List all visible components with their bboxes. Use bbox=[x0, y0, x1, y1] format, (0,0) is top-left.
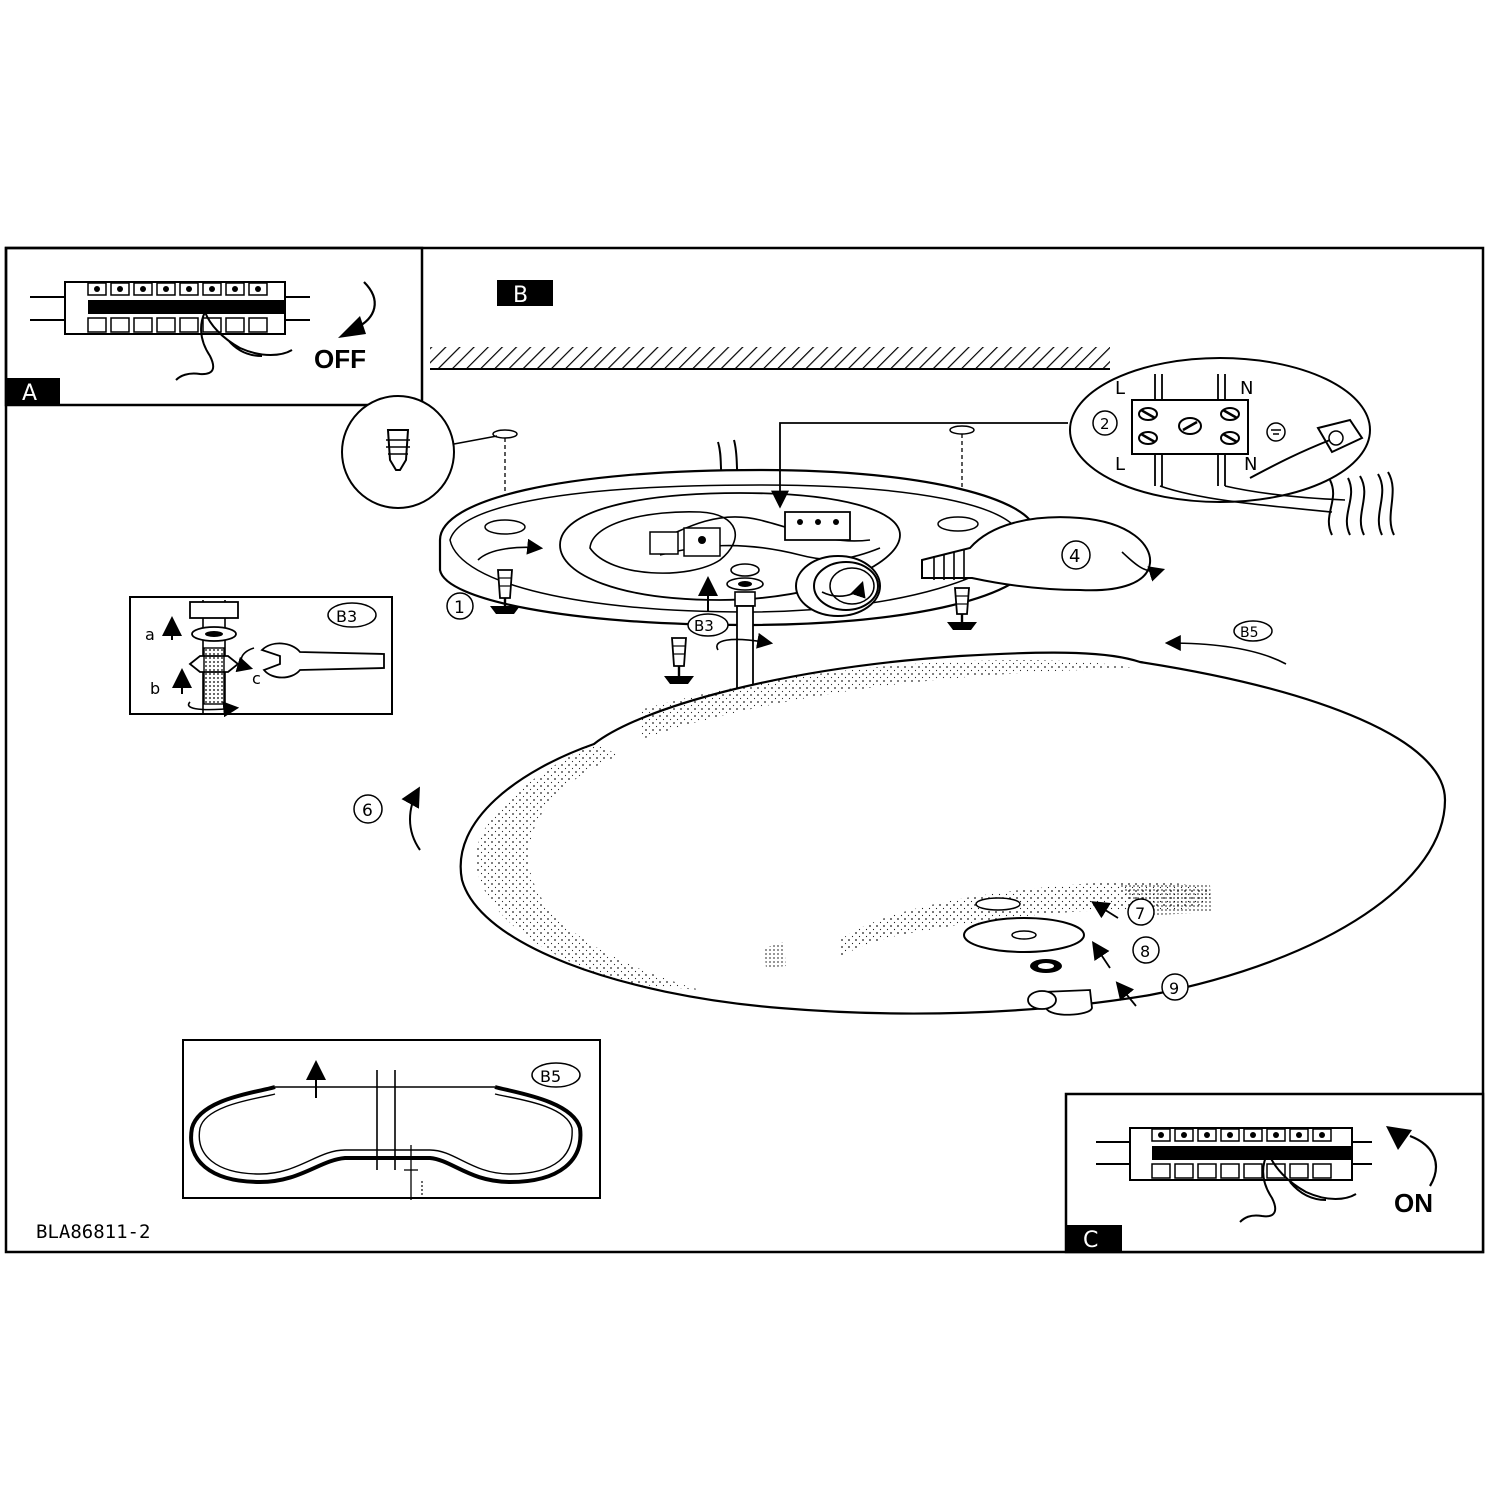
callout-b5-ref-circle bbox=[1233, 620, 1273, 642]
inset-b3: B3 a b c bbox=[129, 596, 393, 718]
callout-6-circle bbox=[353, 794, 383, 824]
glass-shade bbox=[459, 651, 1447, 1015]
panel-a-tag: A bbox=[22, 381, 37, 406]
panel-c-tag: C bbox=[1083, 1228, 1098, 1253]
panel-b-tag-box bbox=[497, 280, 553, 306]
callout-b3-ref: B3 bbox=[694, 617, 714, 635]
inset-b3-tag: B3 bbox=[336, 607, 357, 626]
callout-4: 4 bbox=[1069, 546, 1080, 567]
callout-6: 6 bbox=[362, 801, 373, 821]
breaker-block-icon bbox=[1129, 1127, 1353, 1181]
off-label: OFF bbox=[314, 344, 366, 374]
callout-9: 9 bbox=[1169, 979, 1179, 998]
callout-9-circle bbox=[1161, 973, 1189, 1001]
terminal-label-line-bottom: L bbox=[1115, 454, 1125, 475]
inset-b5: B5 bbox=[182, 1039, 601, 1200]
callout-1-circle bbox=[446, 592, 474, 620]
terminal-label-neutral-bottom: N bbox=[1244, 454, 1257, 475]
panel-b-assembly: B bbox=[129, 280, 1447, 1200]
terminal-detail bbox=[1069, 357, 1395, 536]
callout-4-circle bbox=[1061, 540, 1091, 570]
breaker-block-icon bbox=[64, 281, 286, 335]
earth-symbol-icon bbox=[1266, 422, 1286, 442]
document-code: BLA86811-2 bbox=[36, 1221, 150, 1243]
callout-7-circle bbox=[1127, 898, 1155, 926]
callout-7: 7 bbox=[1135, 904, 1145, 923]
callout-2: 2 bbox=[1100, 415, 1110, 433]
inset-b5-tag: B5 bbox=[540, 1067, 561, 1086]
panel-c-switch-on: ON C bbox=[1064, 1092, 1485, 1254]
wall-plug-detail-icon bbox=[341, 395, 498, 509]
callout-8-circle bbox=[1132, 936, 1160, 964]
terminal-label-line-top: L bbox=[1115, 378, 1125, 399]
on-label: ON bbox=[1394, 1188, 1433, 1218]
screw-icon bbox=[490, 569, 520, 614]
curved-arrow-icon bbox=[401, 786, 421, 851]
ceiling-hatch bbox=[430, 347, 1110, 369]
panel-a-switch-off: OFF A bbox=[4, 246, 424, 407]
shade-fixing-parts bbox=[963, 897, 1093, 1016]
bulb-icon bbox=[921, 516, 1166, 592]
inset-b3-step-c: c bbox=[252, 669, 261, 688]
callout-2-circle bbox=[1092, 410, 1118, 436]
inset-b3-step-a: a bbox=[145, 625, 155, 644]
outer-frame bbox=[4, 246, 1485, 1254]
callout-b3-ref-circle bbox=[687, 613, 729, 637]
callout-8: 8 bbox=[1140, 942, 1150, 961]
panel-b-tag: B bbox=[513, 283, 528, 308]
screw-icon bbox=[664, 637, 694, 684]
terminal-label-neutral-top: N bbox=[1240, 378, 1253, 399]
panel-c-tag-box bbox=[1066, 1225, 1122, 1252]
panel-a-tag-box bbox=[6, 378, 60, 405]
callout-1: 1 bbox=[454, 598, 465, 618]
callout-b5-ref: B5 bbox=[1240, 625, 1259, 641]
hand-icon bbox=[175, 311, 293, 381]
hand-icon bbox=[1239, 1151, 1357, 1223]
screw-icon bbox=[947, 587, 977, 630]
wrench-icon bbox=[260, 642, 385, 679]
inset-b3-step-b: b bbox=[150, 679, 160, 698]
curved-arrow-icon bbox=[1409, 1134, 1438, 1187]
